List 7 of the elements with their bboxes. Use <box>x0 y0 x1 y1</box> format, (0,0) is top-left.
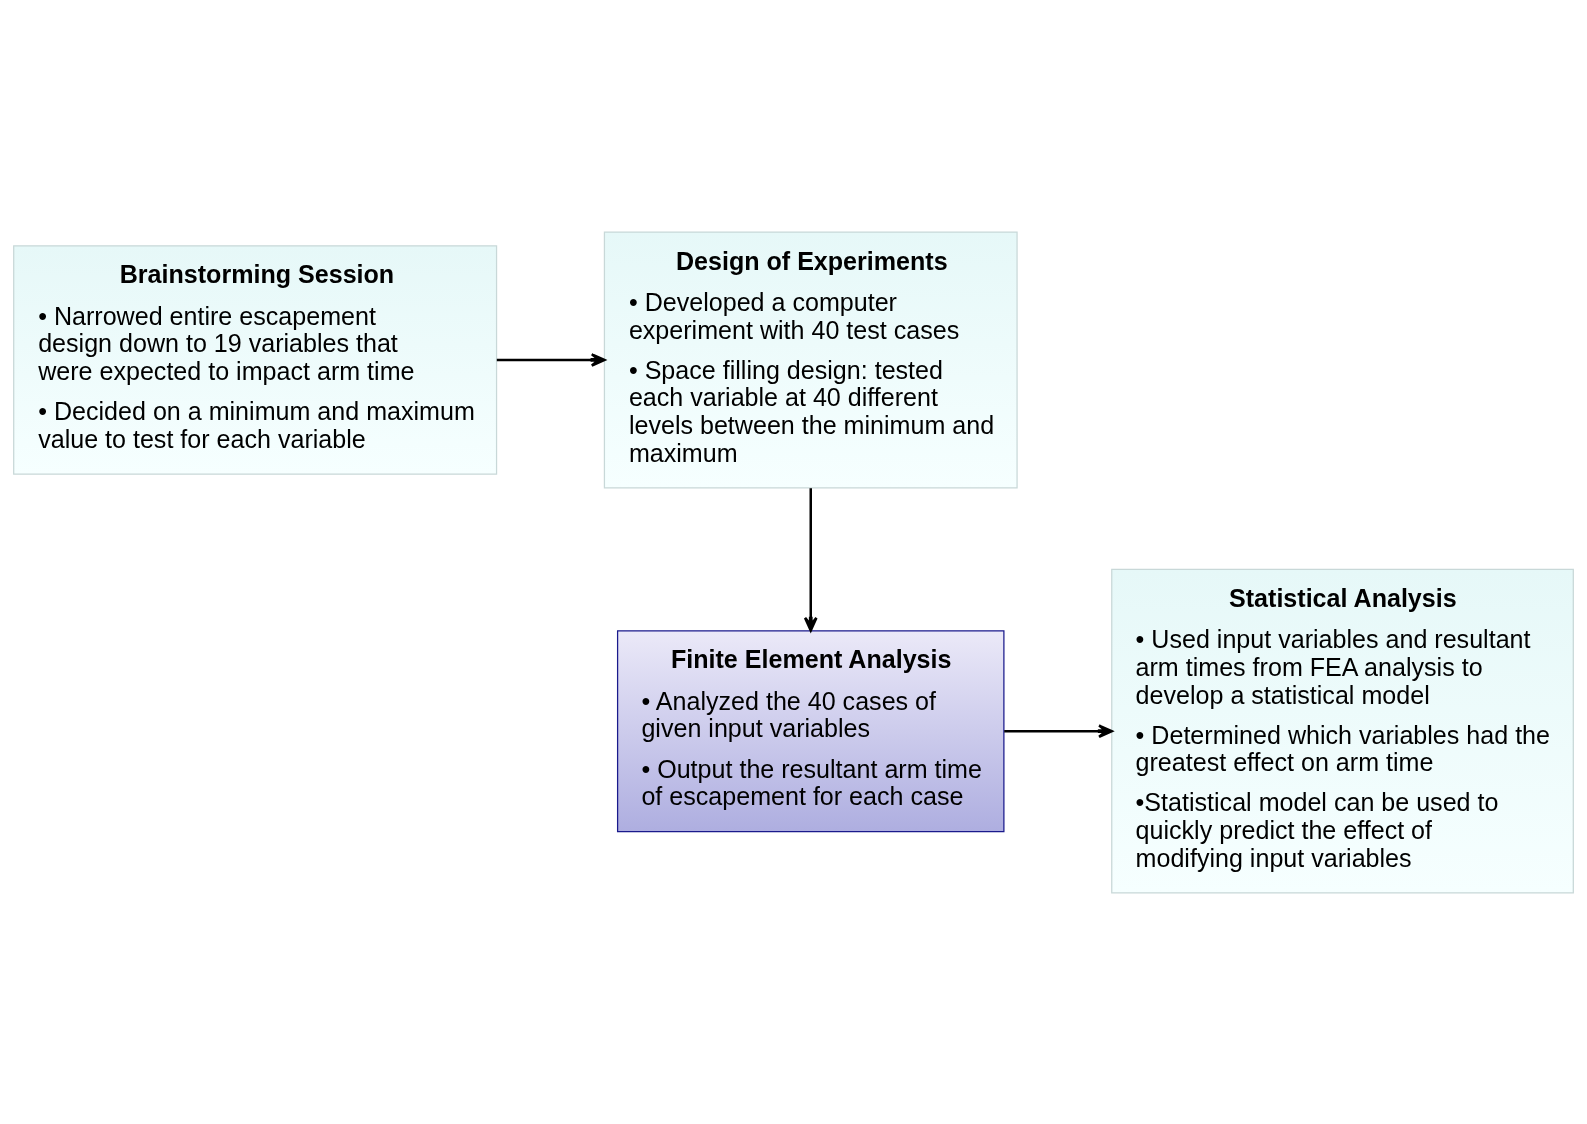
node-box: Statistical Analysis • Used input variables and resultant arm times from FEA analysis to develop a statistical model • Determined which variables had the greatest effect on arm time •Statistical model can be used to quickly predict the effect of modifying input variables <box>1111 568 1574 894</box>
node-box: Brainstorming Session • Narrowed entire escapement design down to 19 variables that were expected to impact arm time • Decided on a minimum and maximum value to test for each variable <box>13 244 498 475</box>
node-box: Design of Experiments • Developed a computer experiment with 40 test cases • Space filling design: tested each variable at 40 different levels between the minimum and maximum <box>603 230 1018 488</box>
arrow <box>803 487 818 632</box>
arrow <box>1004 723 1113 738</box>
node-box: Finite Element Analysis • Analyzed the 40 cases of given input variables • Output the resultant arm time of escapement for each case <box>616 629 1005 832</box>
arrow <box>496 352 606 367</box>
